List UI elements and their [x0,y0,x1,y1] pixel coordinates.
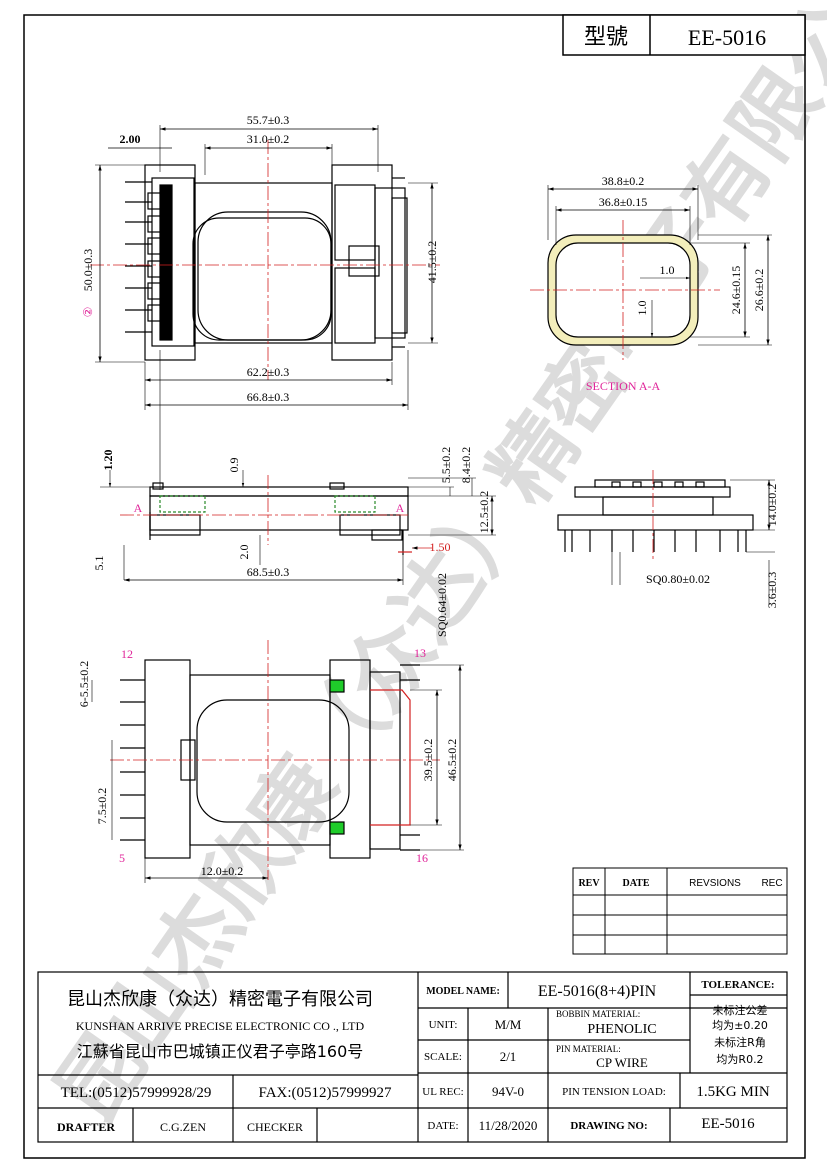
dim-12-0: 12.0±0.2 [201,864,244,878]
dim-5-5: 5.5±0.2 [439,447,453,484]
section-mark-a-left: A [134,501,143,515]
circle-mark: ② [81,307,95,318]
bottom-view [91,640,464,883]
revision-headers: REV DATE REVSIONS REC [578,878,782,889]
pin-material-label: PIN MATERIAL: [556,1044,621,1054]
rec-header: REC [761,878,782,889]
address: 江蘇省昆山市巴城镇正仪君子亭路160号 [77,1042,364,1061]
end-view-dims: 14.0±0.2 SQ0.80±0.02 3.6±0.3 [646,484,779,609]
dim-55-7: 55.7±0.3 [247,113,290,127]
tel: TEL:(0512)57999928/29 [61,1085,212,1101]
ul-label: UL REC: [422,1086,463,1098]
header-model-box: 型號 EE-5016 [562,14,806,56]
svg-text:昆山杰欣康（众达）精密电子有限公司: 昆山杰欣康（众达）精密电子有限公司 [37,0,827,1140]
top-view-pins-left [125,181,162,333]
section-dims: 38.8±0.2 36.8±0.15 1.0 1.0 24.6±0.15 26.… [586,174,766,393]
dim-31-0: 31.0±0.2 [247,132,290,146]
date-header: DATE [622,878,649,889]
model-value: EE-5016(8+4)PIN [538,983,657,1000]
dim-sq-0-80: SQ0.80±0.02 [646,572,710,586]
dim-sq-0-64: SQ0.64±0.02 [435,573,449,637]
date-value: 11/28/2020 [479,1118,538,1133]
pin-12-label: 12 [121,647,133,661]
dim-0-9: 0.9 [227,458,241,473]
drafter-label: DRAFTER [57,1120,115,1134]
watermark: 昆山杰欣康（众达）精密电子有限公司 [37,0,827,1140]
pin-5-label: 5 [119,851,125,865]
tension-label: PIN TENSION LOAD: [562,1086,666,1098]
tol-note-4: 均为R0.2 [716,1053,763,1066]
top-view [90,125,440,490]
dim-6-5-5: 6-5.5±0.2 [77,661,91,708]
bottom-view-pins [120,664,420,851]
side-view [100,470,496,585]
dim-24-6: 24.6±0.15 [729,266,743,315]
dim-68-5: 68.5±0.3 [247,565,290,579]
dim-2-0: 2.0 [237,545,251,560]
section-label: SECTION A-A [586,379,661,393]
side-view-dims: 1.20 0.9 5.5±0.2 8.4±0.2 12.5±0.2 2.0 1.… [92,447,491,637]
checker-label: CHECKER [247,1120,303,1134]
top-view-dims: 55.7±0.3 31.0±0.2 2.00 50.0±0.3 ② 41.5±0… [81,113,439,404]
fax: FAX:(0512)57999927 [258,1085,392,1101]
scale-value: 2/1 [500,1049,517,1064]
sheet-border [23,14,806,1159]
dim-12-5: 12.5±0.2 [477,491,491,534]
tolerance-label: TOLERANCE: [701,979,774,991]
pin-16-label: 16 [416,851,428,865]
dim-1-0-b: 1.0 [635,301,649,316]
dim-62-2: 62.2±0.3 [247,365,290,379]
tol-note-2: 均为±0.20 [712,1019,768,1032]
section-a-a [530,185,772,360]
dim-46-5: 46.5±0.2 [445,739,459,782]
rev-header: REV [578,878,600,889]
pin-material-value: CP WIRE [596,1055,648,1070]
model-label: MODEL NAME: [426,986,500,997]
tol-note-1: 未标注公差 [713,1003,768,1017]
end-view [557,470,775,605]
bobbin-label: BOBBIN MATERIAL: [556,1009,640,1019]
dim-8-4: 8.4±0.2 [459,447,473,484]
date-label: DATE: [427,1120,458,1132]
dim-41-5: 41.5±0.2 [425,241,439,284]
drawing-no-label: DRAWING NO: [570,1120,647,1132]
dim-39-5: 39.5±0.2 [421,739,435,782]
type-value: EE-5016 [688,25,766,50]
dim-1-0-a: 1.0 [660,263,675,277]
dim-7-5: 7.5±0.2 [95,788,109,825]
dim-3-6: 3.6±0.3 [765,572,779,609]
dim-14-0: 14.0±0.2 [765,484,779,527]
revision-table [572,867,788,955]
scale-label: SCALE: [424,1051,462,1063]
bottom-view-dims: 12 13 5 16 6-5.5±0.2 7.5±0.2 39.5±0.2 46… [77,646,459,878]
unit-value: M/M [495,1017,522,1032]
company-en: KUNSHAN ARRIVE PRECISE ELECTRONIC CO ., … [76,1019,365,1033]
dim-5-1: 5.1 [92,556,106,571]
type-label: 型號 [584,25,628,50]
tol-note-3: 未标注R角 [714,1035,766,1049]
dim-38-8: 38.8±0.2 [602,174,645,188]
revisions-header: REVSIONS [689,878,741,889]
drawing-no-value: EE-5016 [701,1116,755,1132]
dim-1-20: 1.20 [101,450,115,471]
dim-50-0: 50.0±0.3 [81,249,95,292]
unit-label: UNIT: [429,1019,458,1031]
dim-26-6: 26.6±0.2 [752,269,766,312]
section-mark-a-right: A [396,501,405,515]
company-cn: 昆山杰欣康（众达）精密電子有限公司 [67,989,373,1010]
bobbin-value: PHENOLIC [587,1022,656,1037]
dim-2-00: 2.00 [120,132,141,146]
drafter-value: C.G.ZEN [160,1120,206,1134]
pin-13-label: 13 [414,646,426,660]
dim-1-50: 1.50 [430,540,451,554]
title-block-text: 昆山杰欣康（众达）精密電子有限公司 KUNSHAN ARRIVE PRECISE… [57,979,775,1134]
dim-36-8: 36.8±0.15 [599,195,648,209]
tension-value: 1.5KG MIN [696,1084,769,1100]
title-block [37,971,788,1143]
dim-66-8: 66.8±0.3 [247,390,290,404]
ul-value: 94V-0 [492,1084,524,1099]
